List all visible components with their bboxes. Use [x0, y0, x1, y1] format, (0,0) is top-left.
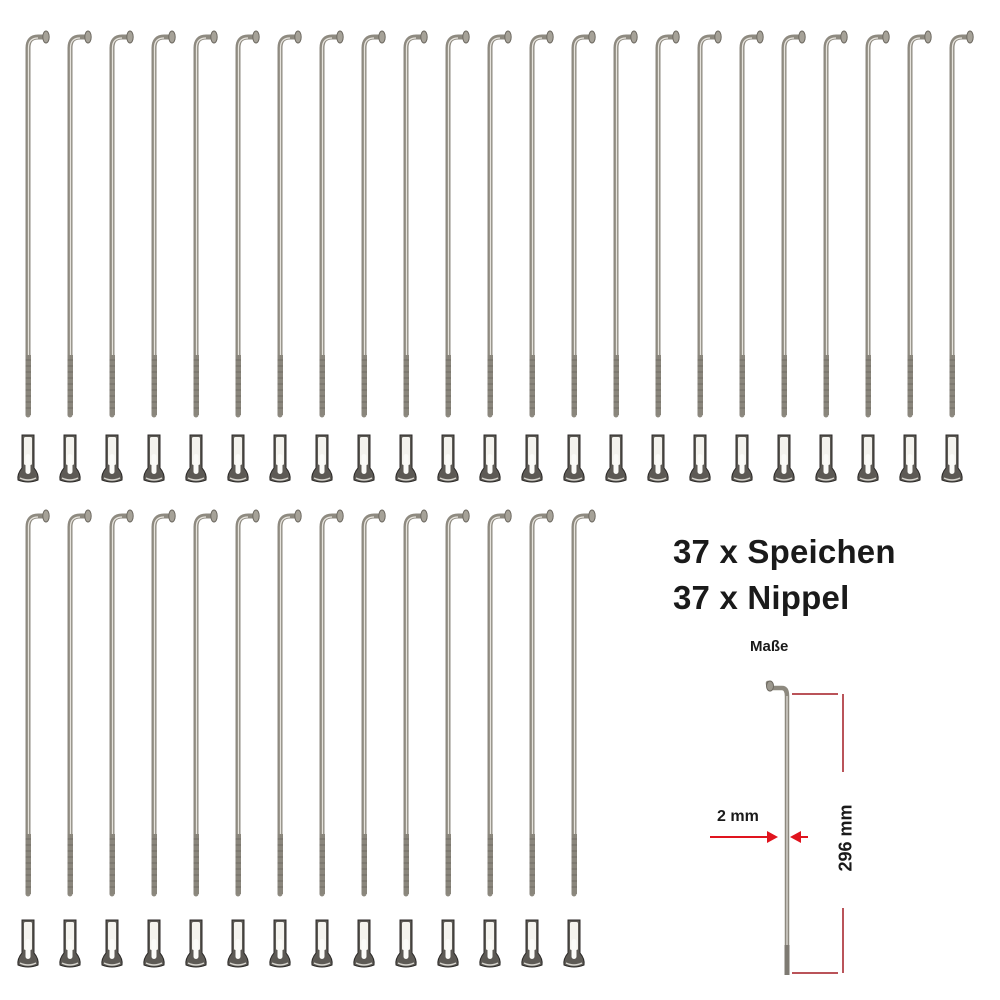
- spoke-icon: [765, 680, 790, 975]
- nipple-icon: [898, 432, 922, 486]
- nipple-icon: [226, 432, 250, 486]
- nipple-icon: [940, 432, 964, 486]
- nipple-icon: [520, 432, 544, 486]
- spoke-icon: [898, 30, 938, 420]
- dimensions-heading: Maße: [750, 638, 789, 655]
- nipple-icon: [142, 432, 166, 486]
- nipple-icon: [100, 432, 124, 486]
- spoke-icon: [58, 509, 98, 899]
- spoke-icon: [562, 509, 602, 899]
- headline-spokes: 37 x Speichen: [673, 533, 896, 570]
- nipple-icon: [856, 432, 880, 486]
- spoke-icon: [478, 30, 518, 420]
- nipple-icon: [604, 432, 628, 486]
- nipple-icon: [100, 917, 124, 971]
- spoke-icon: [646, 30, 686, 420]
- nipple-icon: [436, 432, 460, 486]
- nipple-icon: [268, 432, 292, 486]
- spoke-icon: [772, 30, 812, 420]
- spoke-icon: [58, 30, 98, 420]
- spoke-icon: [940, 30, 980, 420]
- spoke-icon: [268, 509, 308, 899]
- nipple-icon: [562, 917, 586, 971]
- spoke-icon: [310, 30, 350, 420]
- nipple-icon: [352, 917, 376, 971]
- spoke-icon: [100, 509, 140, 899]
- nipple-icon: [142, 917, 166, 971]
- spoke-icon: [520, 509, 560, 899]
- arrow-right-icon: [710, 831, 778, 843]
- nipple-icon: [58, 917, 82, 971]
- headline-nipples: 37 x Nippel: [673, 579, 850, 616]
- nipple-icon: [478, 432, 502, 486]
- nipple-icon: [562, 432, 586, 486]
- spoke-icon: [436, 30, 476, 420]
- nipple-icon: [268, 917, 292, 971]
- length-label: 296 mm: [835, 804, 856, 872]
- spoke-icon: [268, 30, 308, 420]
- nipple-icon: [814, 432, 838, 486]
- spoke-icon: [16, 30, 56, 420]
- nipple-icon: [478, 917, 502, 971]
- spoke-icon: [856, 30, 896, 420]
- spoke-icon: [226, 509, 266, 899]
- nipple-icon: [436, 917, 460, 971]
- spoke-icon: [730, 30, 770, 420]
- spoke-icon: [16, 509, 56, 899]
- nipple-icon: [226, 917, 250, 971]
- spoke-icon: [184, 509, 224, 899]
- nipple-icon: [310, 917, 334, 971]
- nipple-icon: [520, 917, 544, 971]
- spoke-icon: [562, 30, 602, 420]
- nipple-icon: [58, 432, 82, 486]
- nipple-icon: [772, 432, 796, 486]
- nipple-icon: [184, 432, 208, 486]
- spoke-icon: [520, 30, 560, 420]
- nipple-icon: [730, 432, 754, 486]
- spoke-icon: [688, 30, 728, 420]
- nipple-icon: [394, 917, 418, 971]
- nipple-icon: [16, 432, 40, 486]
- spoke-icon: [352, 509, 392, 899]
- spoke-icon: [394, 509, 434, 899]
- spoke-icon: [352, 30, 392, 420]
- nipple-icon: [184, 917, 208, 971]
- spoke-icon: [394, 30, 434, 420]
- spoke-icon: [142, 509, 182, 899]
- spoke-icon: [478, 509, 518, 899]
- spoke-icon: [814, 30, 854, 420]
- spoke-icon: [604, 30, 644, 420]
- nipple-icon: [394, 432, 418, 486]
- diameter-label: 2 mm: [717, 808, 759, 825]
- spoke-icon: [142, 30, 182, 420]
- spoke-icon: [184, 30, 224, 420]
- spoke-icon: [100, 30, 140, 420]
- spoke-icon: [310, 509, 350, 899]
- nipple-icon: [352, 432, 376, 486]
- spoke-icon: [436, 509, 476, 899]
- nipple-icon: [646, 432, 670, 486]
- dimension-diagram: [710, 680, 844, 975]
- nipple-icon: [688, 432, 712, 486]
- nipple-icon: [310, 432, 334, 486]
- spoke-icon: [226, 30, 266, 420]
- nipple-icon: [16, 917, 40, 971]
- arrow-left-icon: [790, 831, 808, 843]
